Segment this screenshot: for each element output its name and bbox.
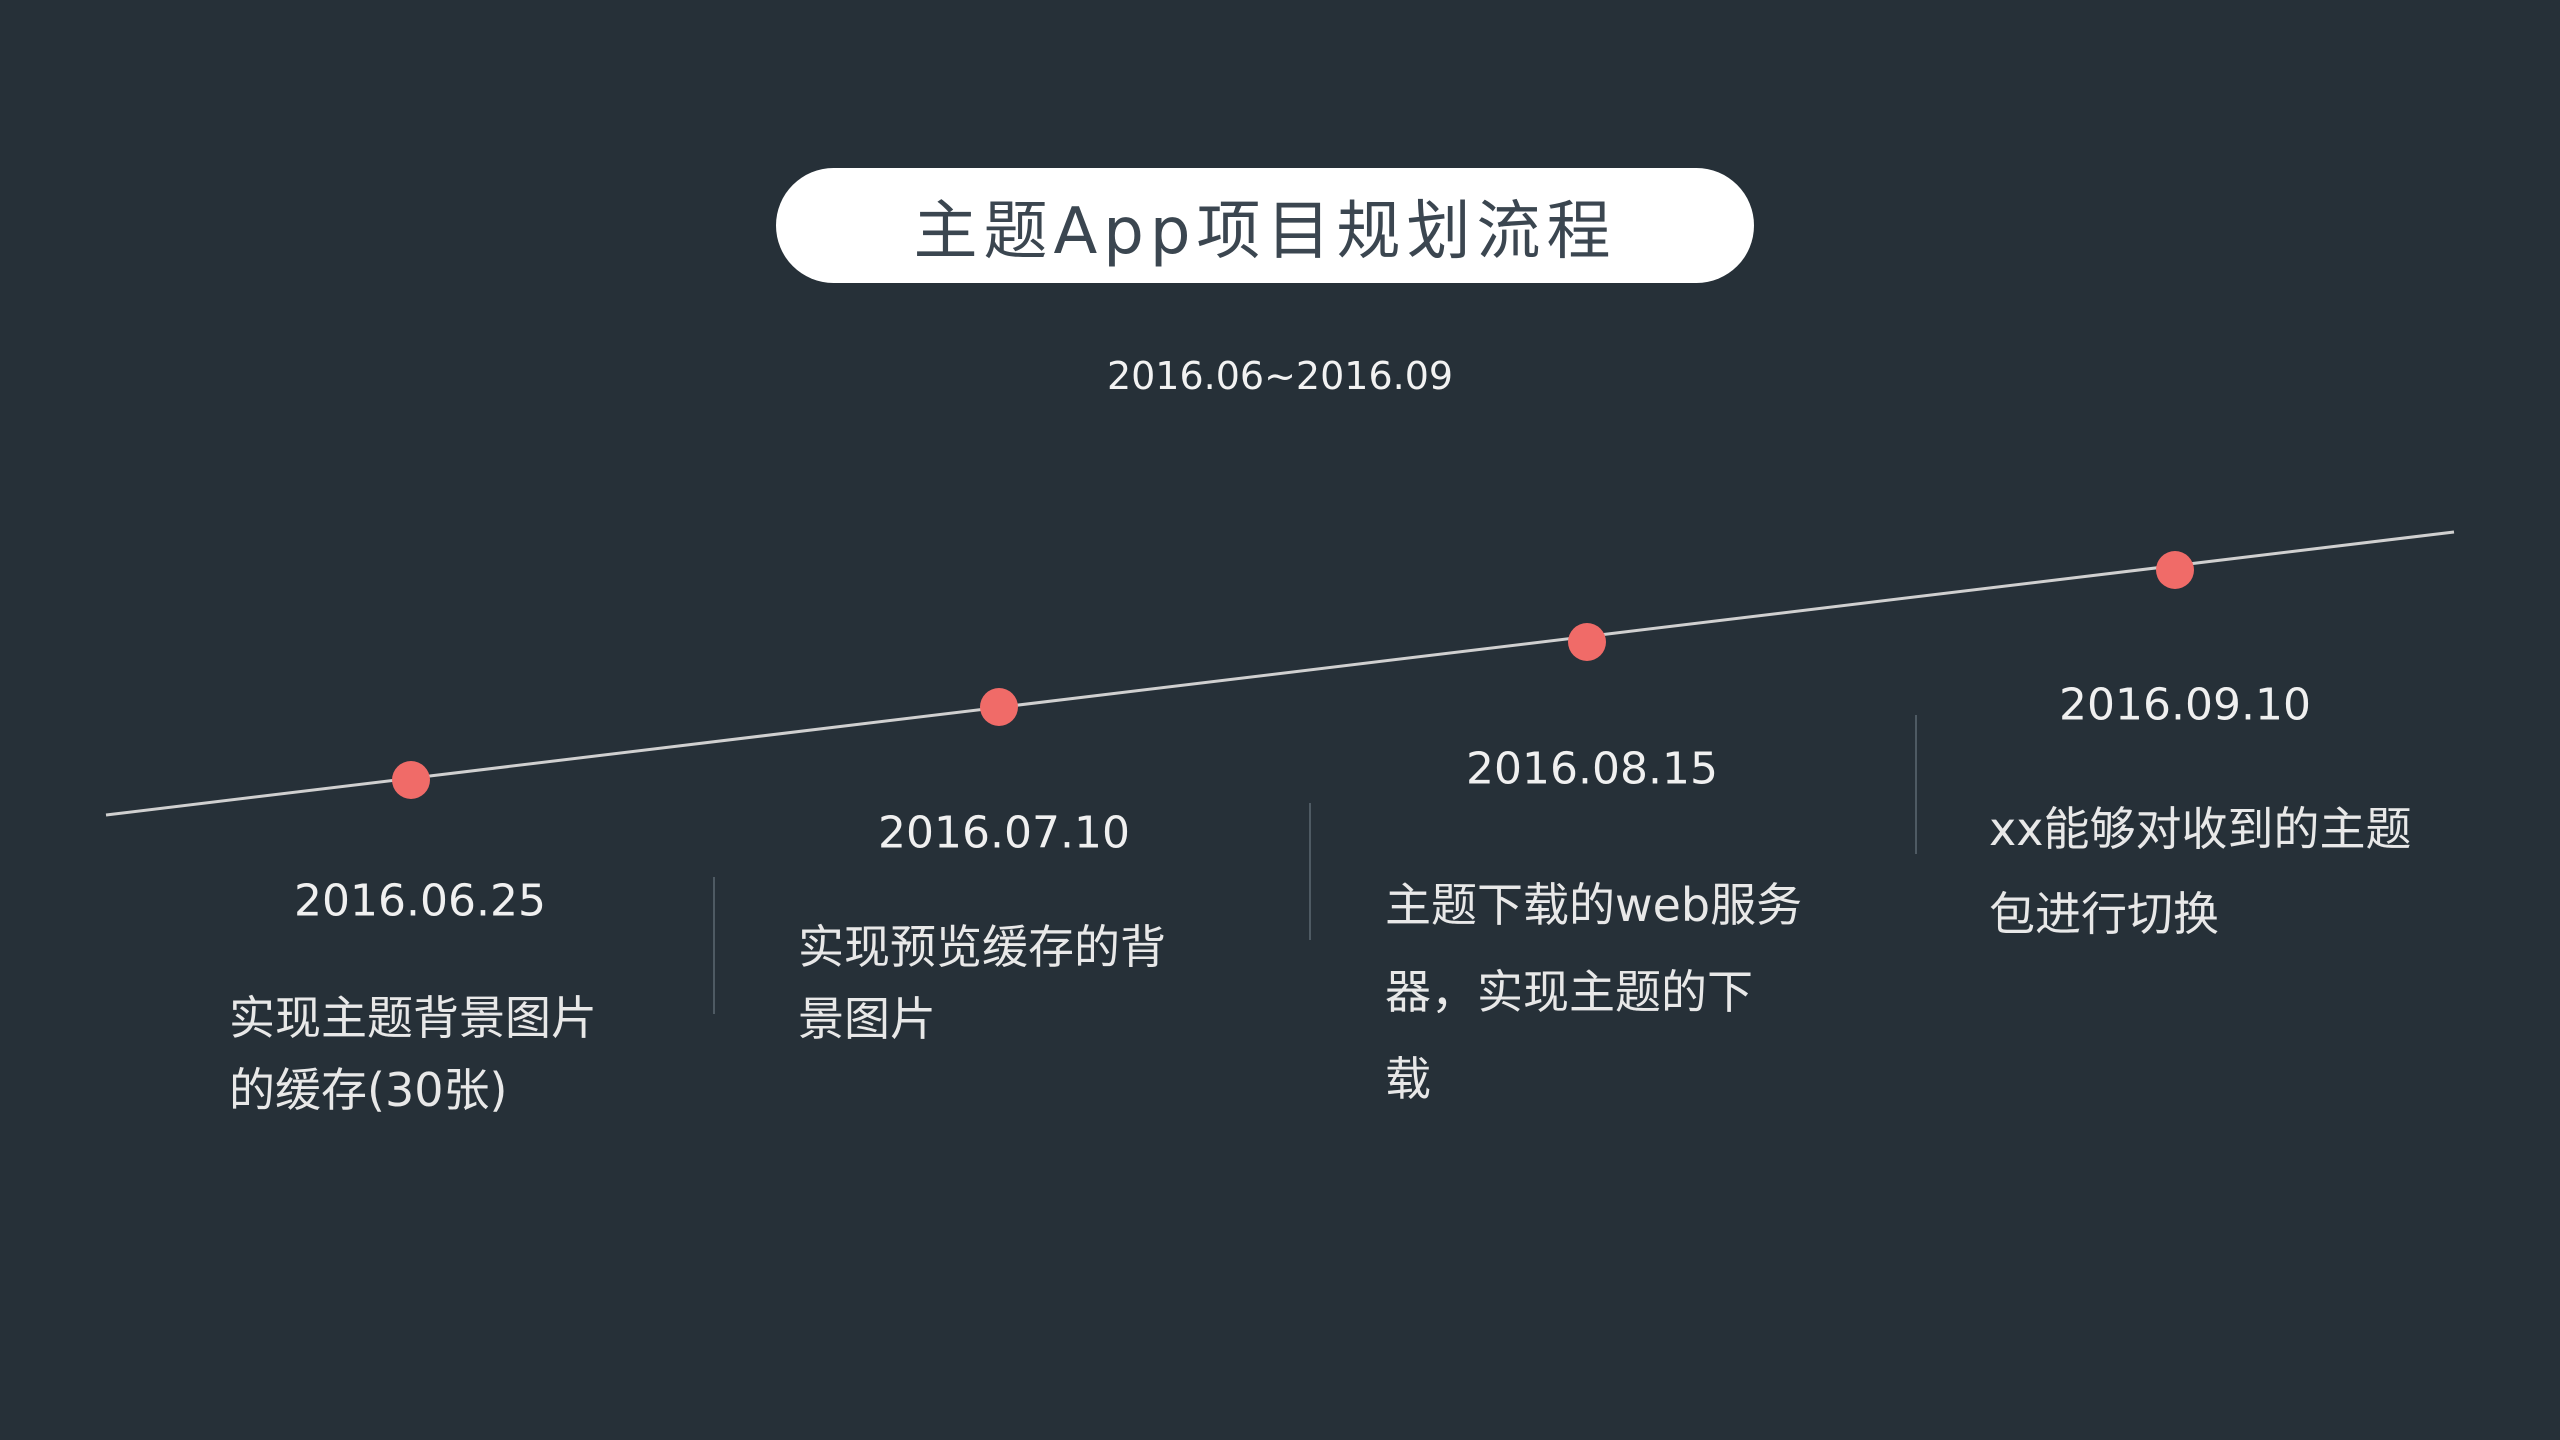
period-label: 2016.06~2016.09 (1106, 354, 1454, 398)
description-line: 主题下载的web服务 (1385, 878, 1803, 932)
description-line: xx能够对收到的主题 (1989, 802, 2412, 856)
milestone-description: xx能够对收到的主题 包进行切换 (1989, 787, 2411, 957)
description-line: 景图片 (798, 992, 936, 1046)
milestone-date: 2016.07.10 (878, 807, 1130, 859)
title-banner: 主题App项目规划流程 (776, 168, 1754, 283)
divider (1915, 715, 1917, 854)
milestone-dot (2156, 551, 2194, 589)
milestone-dot (1568, 623, 1606, 661)
milestone-description: 实现主题背景图片 的缓存(30张) (229, 982, 597, 1126)
description-line: 实现预览缓存的背 (798, 920, 1166, 974)
milestone-description: 实现预览缓存的背 景图片 (798, 911, 1166, 1055)
milestone-description: 主题下载的web服务 器，实现主题的下 载 (1385, 862, 1802, 1123)
milestone-date: 2016.08.15 (1466, 743, 1718, 795)
description-line: 的缓存(30张) (229, 1063, 508, 1117)
description-line: 实现主题背景图片 (229, 991, 597, 1045)
description-line: 载 (1385, 1052, 1431, 1106)
milestone-dot (980, 688, 1018, 726)
timeline-line (105, 530, 2455, 817)
milestone-date: 2016.09.10 (2059, 679, 2311, 731)
divider (713, 877, 715, 1014)
description-line: 包进行切换 (1989, 887, 2219, 941)
milestone-dot (392, 761, 430, 799)
milestone-date: 2016.06.25 (294, 875, 546, 927)
page-title: 主题App项目规划流程 (913, 194, 1617, 269)
divider (1309, 803, 1311, 940)
description-line: 器，实现主题的下 (1385, 965, 1753, 1019)
